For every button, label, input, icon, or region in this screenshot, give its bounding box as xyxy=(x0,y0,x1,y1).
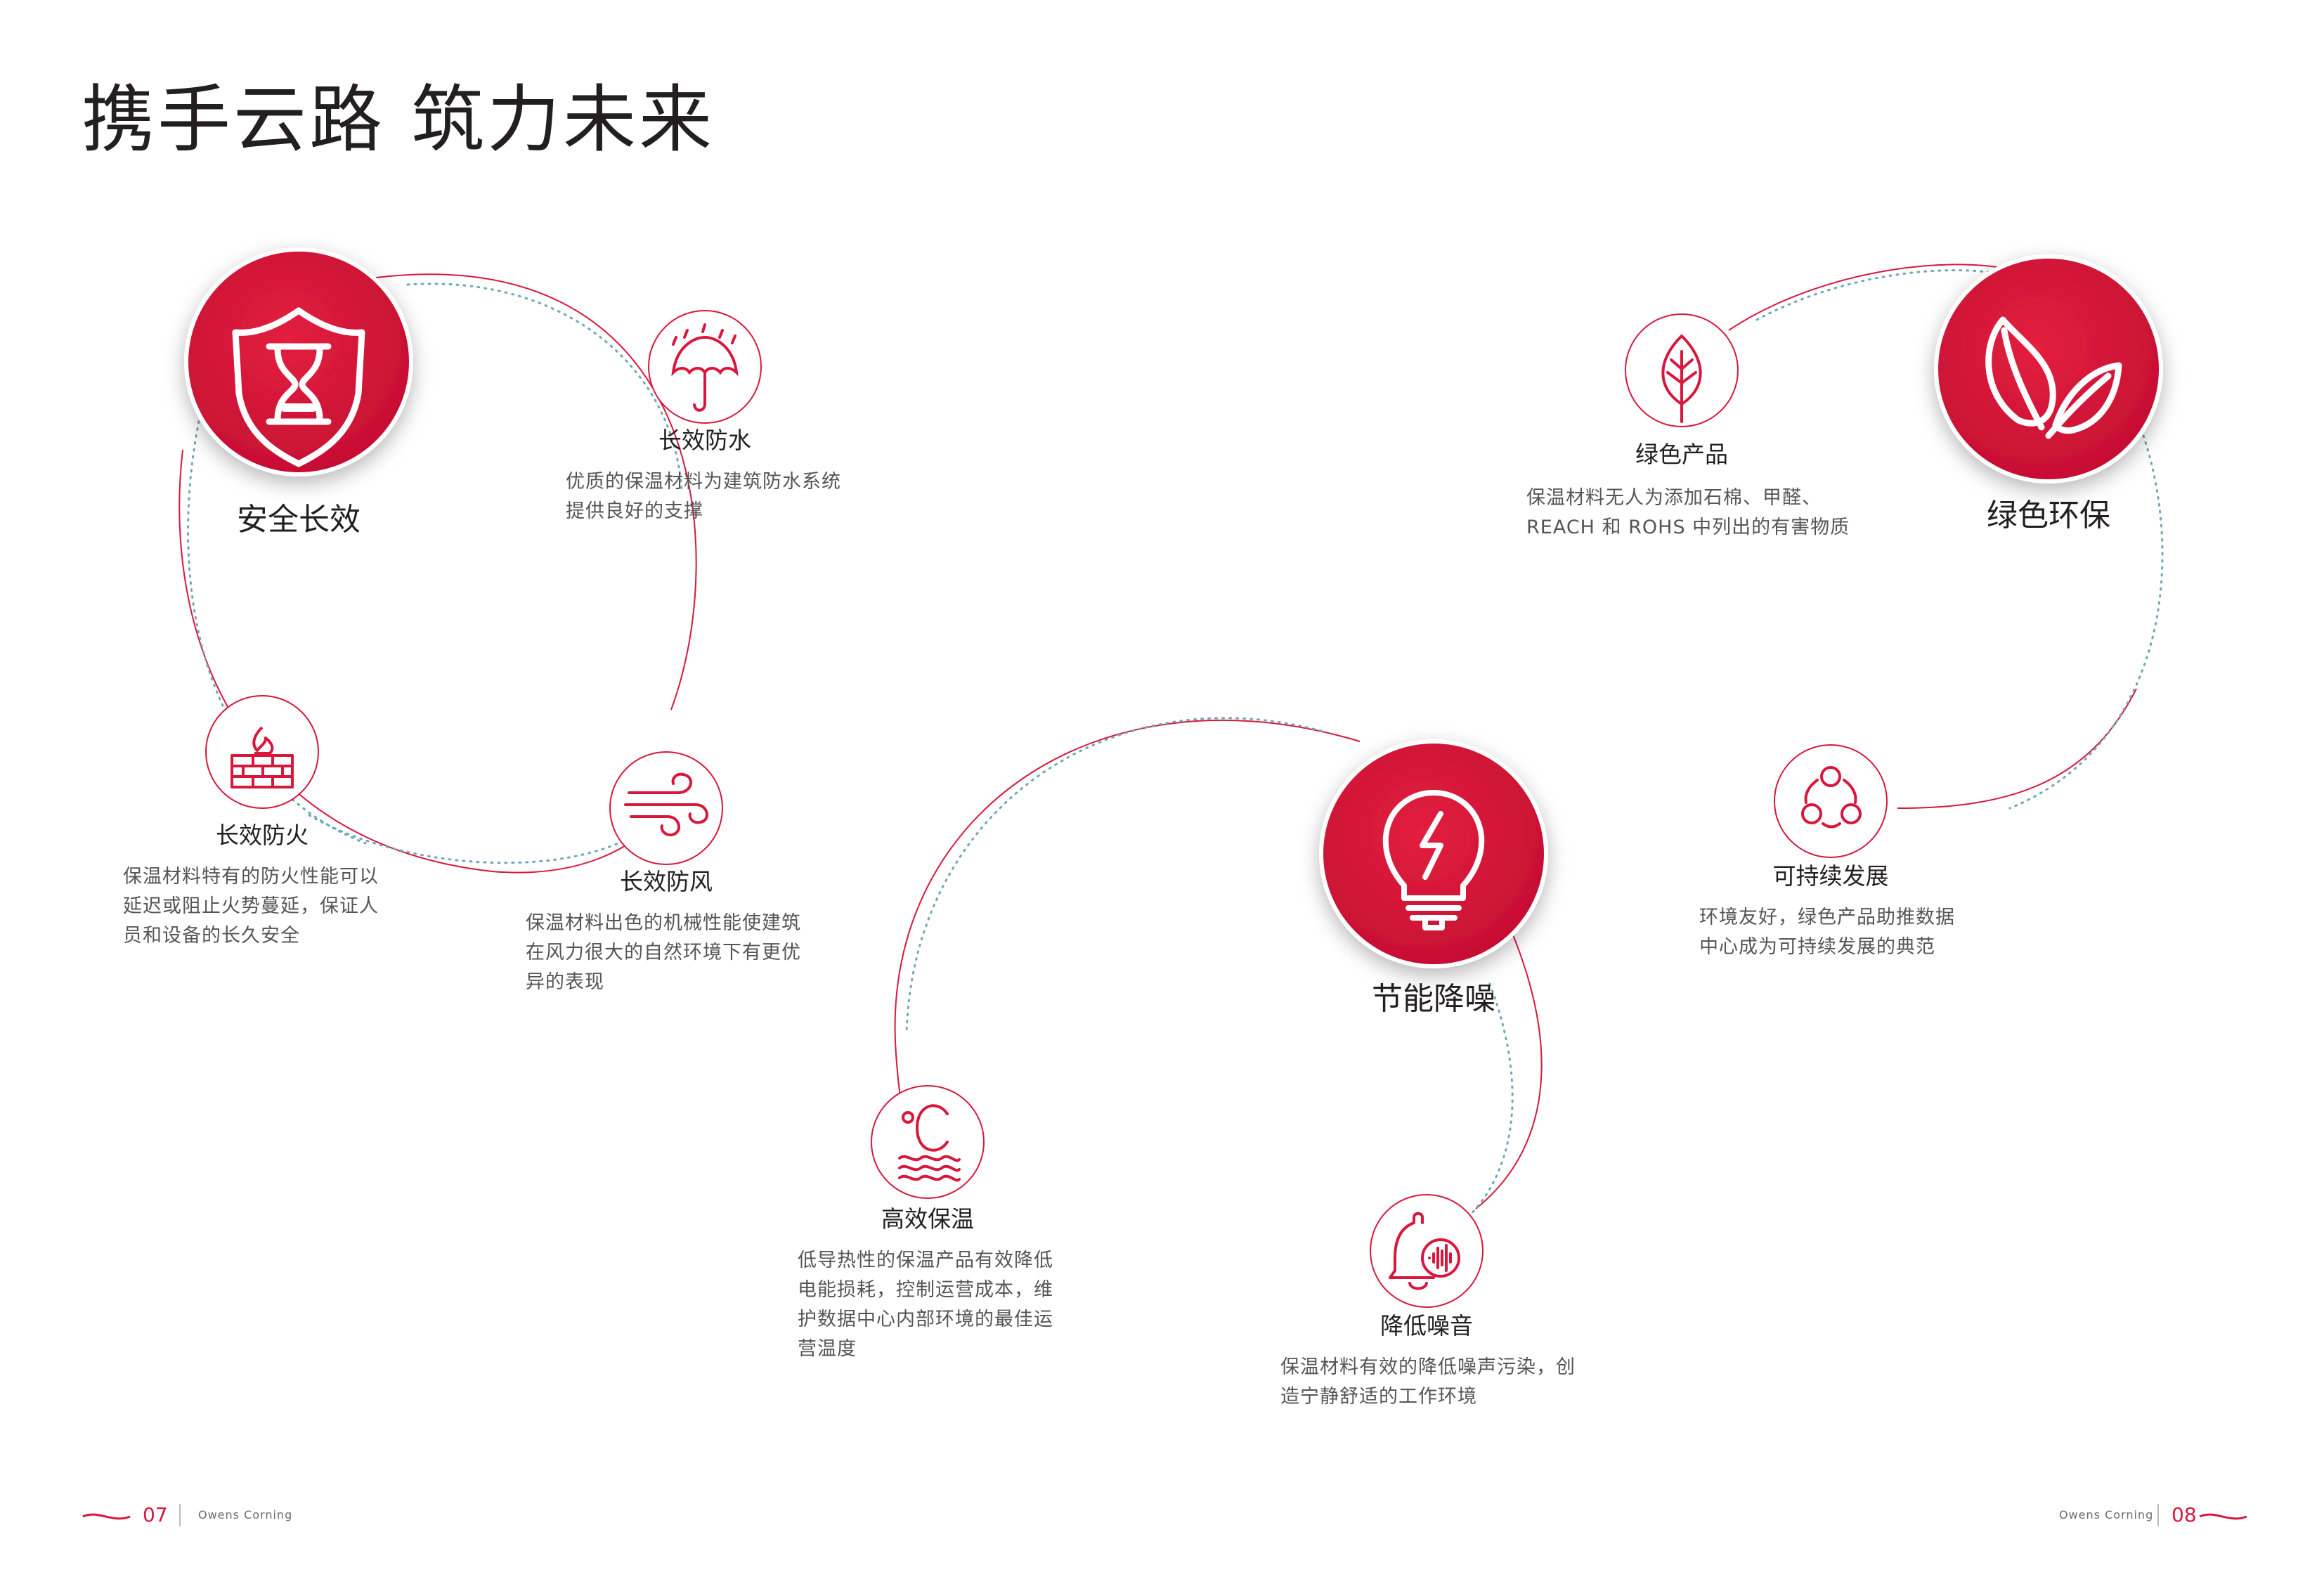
footer-page-number-right: 08 xyxy=(2172,1503,2197,1526)
feature-label-fireproof: 长效防火 xyxy=(216,822,309,849)
footer-wave-left xyxy=(82,1513,131,1520)
footer-divider-right xyxy=(2157,1504,2159,1526)
wind-icon xyxy=(624,772,708,837)
feature-desc-waterproof: 优质的保温材料为建筑防水系统 提供良好的支撑 xyxy=(566,471,841,522)
feature-circle-insulation xyxy=(871,1085,985,1199)
lightbulb-bolt-icon xyxy=(1382,790,1485,930)
theme-label-energy: 节能降噪 xyxy=(1372,981,1495,1017)
footer-wave-right xyxy=(2199,1513,2247,1520)
feature-desc-windproof: 保温材料出色的机械性能使建筑 在风力很大的自然环境下有更优 异的表现 xyxy=(526,912,801,993)
feature-label-waterproof: 长效防水 xyxy=(658,427,751,454)
footer-brand-left: Owens Corning xyxy=(198,1508,293,1521)
feature-circle-sustainable xyxy=(1774,744,1888,858)
feature-desc-green-product: 保温材料无人为添加石棉、甲醛、 REACH 和 ROHS 中列出的有害物质 xyxy=(1526,487,1850,538)
feature-label-insulation: 高效保温 xyxy=(881,1205,974,1233)
footer-brand-right: Owens Corning xyxy=(2059,1508,2154,1521)
footer-page-number-left: 07 xyxy=(143,1503,168,1526)
fire-brick-wall-icon xyxy=(231,726,294,788)
theme-circle-energy xyxy=(1319,739,1548,968)
feature-circle-waterproof xyxy=(648,310,762,424)
theme-label-safety: 安全长效 xyxy=(237,502,361,538)
feature-desc-fireproof: 保温材料特有的防火性能可以 延迟或阻止火势蔓延，保证人 员和设备的长久安全 xyxy=(123,866,379,947)
umbrella-rain-icon xyxy=(671,323,739,412)
leaf-icon xyxy=(1661,335,1702,423)
feature-label-green-product: 绿色产品 xyxy=(1635,441,1728,468)
recycle-cycle-icon xyxy=(1801,766,1862,829)
loop-left xyxy=(178,273,697,874)
feature-circle-noise xyxy=(1370,1194,1484,1308)
feature-desc-noise: 保温材料有效的降低噪声污染，创 造宁静舒适的工作环境 xyxy=(1280,1356,1576,1408)
leaves-icon xyxy=(1985,316,2122,439)
feature-desc-sustainable: 环境友好，绿色产品助推数据 中心成为可持续发展的典范 xyxy=(1699,907,1955,958)
theme-circle-green xyxy=(1934,254,2163,484)
feature-desc-insulation: 低导热性的保温产品有效降低 电能损耗，控制运营成本，维 护数据中心内部环境的最佳… xyxy=(798,1250,1053,1360)
footer-divider-left xyxy=(179,1504,181,1526)
theme-label-green: 绿色环保 xyxy=(1987,498,2110,533)
feature-circle-green-product xyxy=(1625,313,1739,427)
thermometer-celsius-icon xyxy=(898,1104,961,1182)
shield-hourglass-icon xyxy=(232,307,365,467)
feature-label-noise: 降低噪音 xyxy=(1380,1312,1473,1339)
feature-label-windproof: 长效防风 xyxy=(620,868,713,895)
feature-circle-fireproof xyxy=(205,695,319,809)
feature-label-sustainable: 可持续发展 xyxy=(1772,862,1889,890)
theme-circle-safety xyxy=(184,247,413,476)
page-title: 携手云路 筑力未来 xyxy=(82,77,715,162)
bell-soundwave-icon xyxy=(1389,1212,1460,1290)
feature-circle-windproof xyxy=(609,751,723,865)
